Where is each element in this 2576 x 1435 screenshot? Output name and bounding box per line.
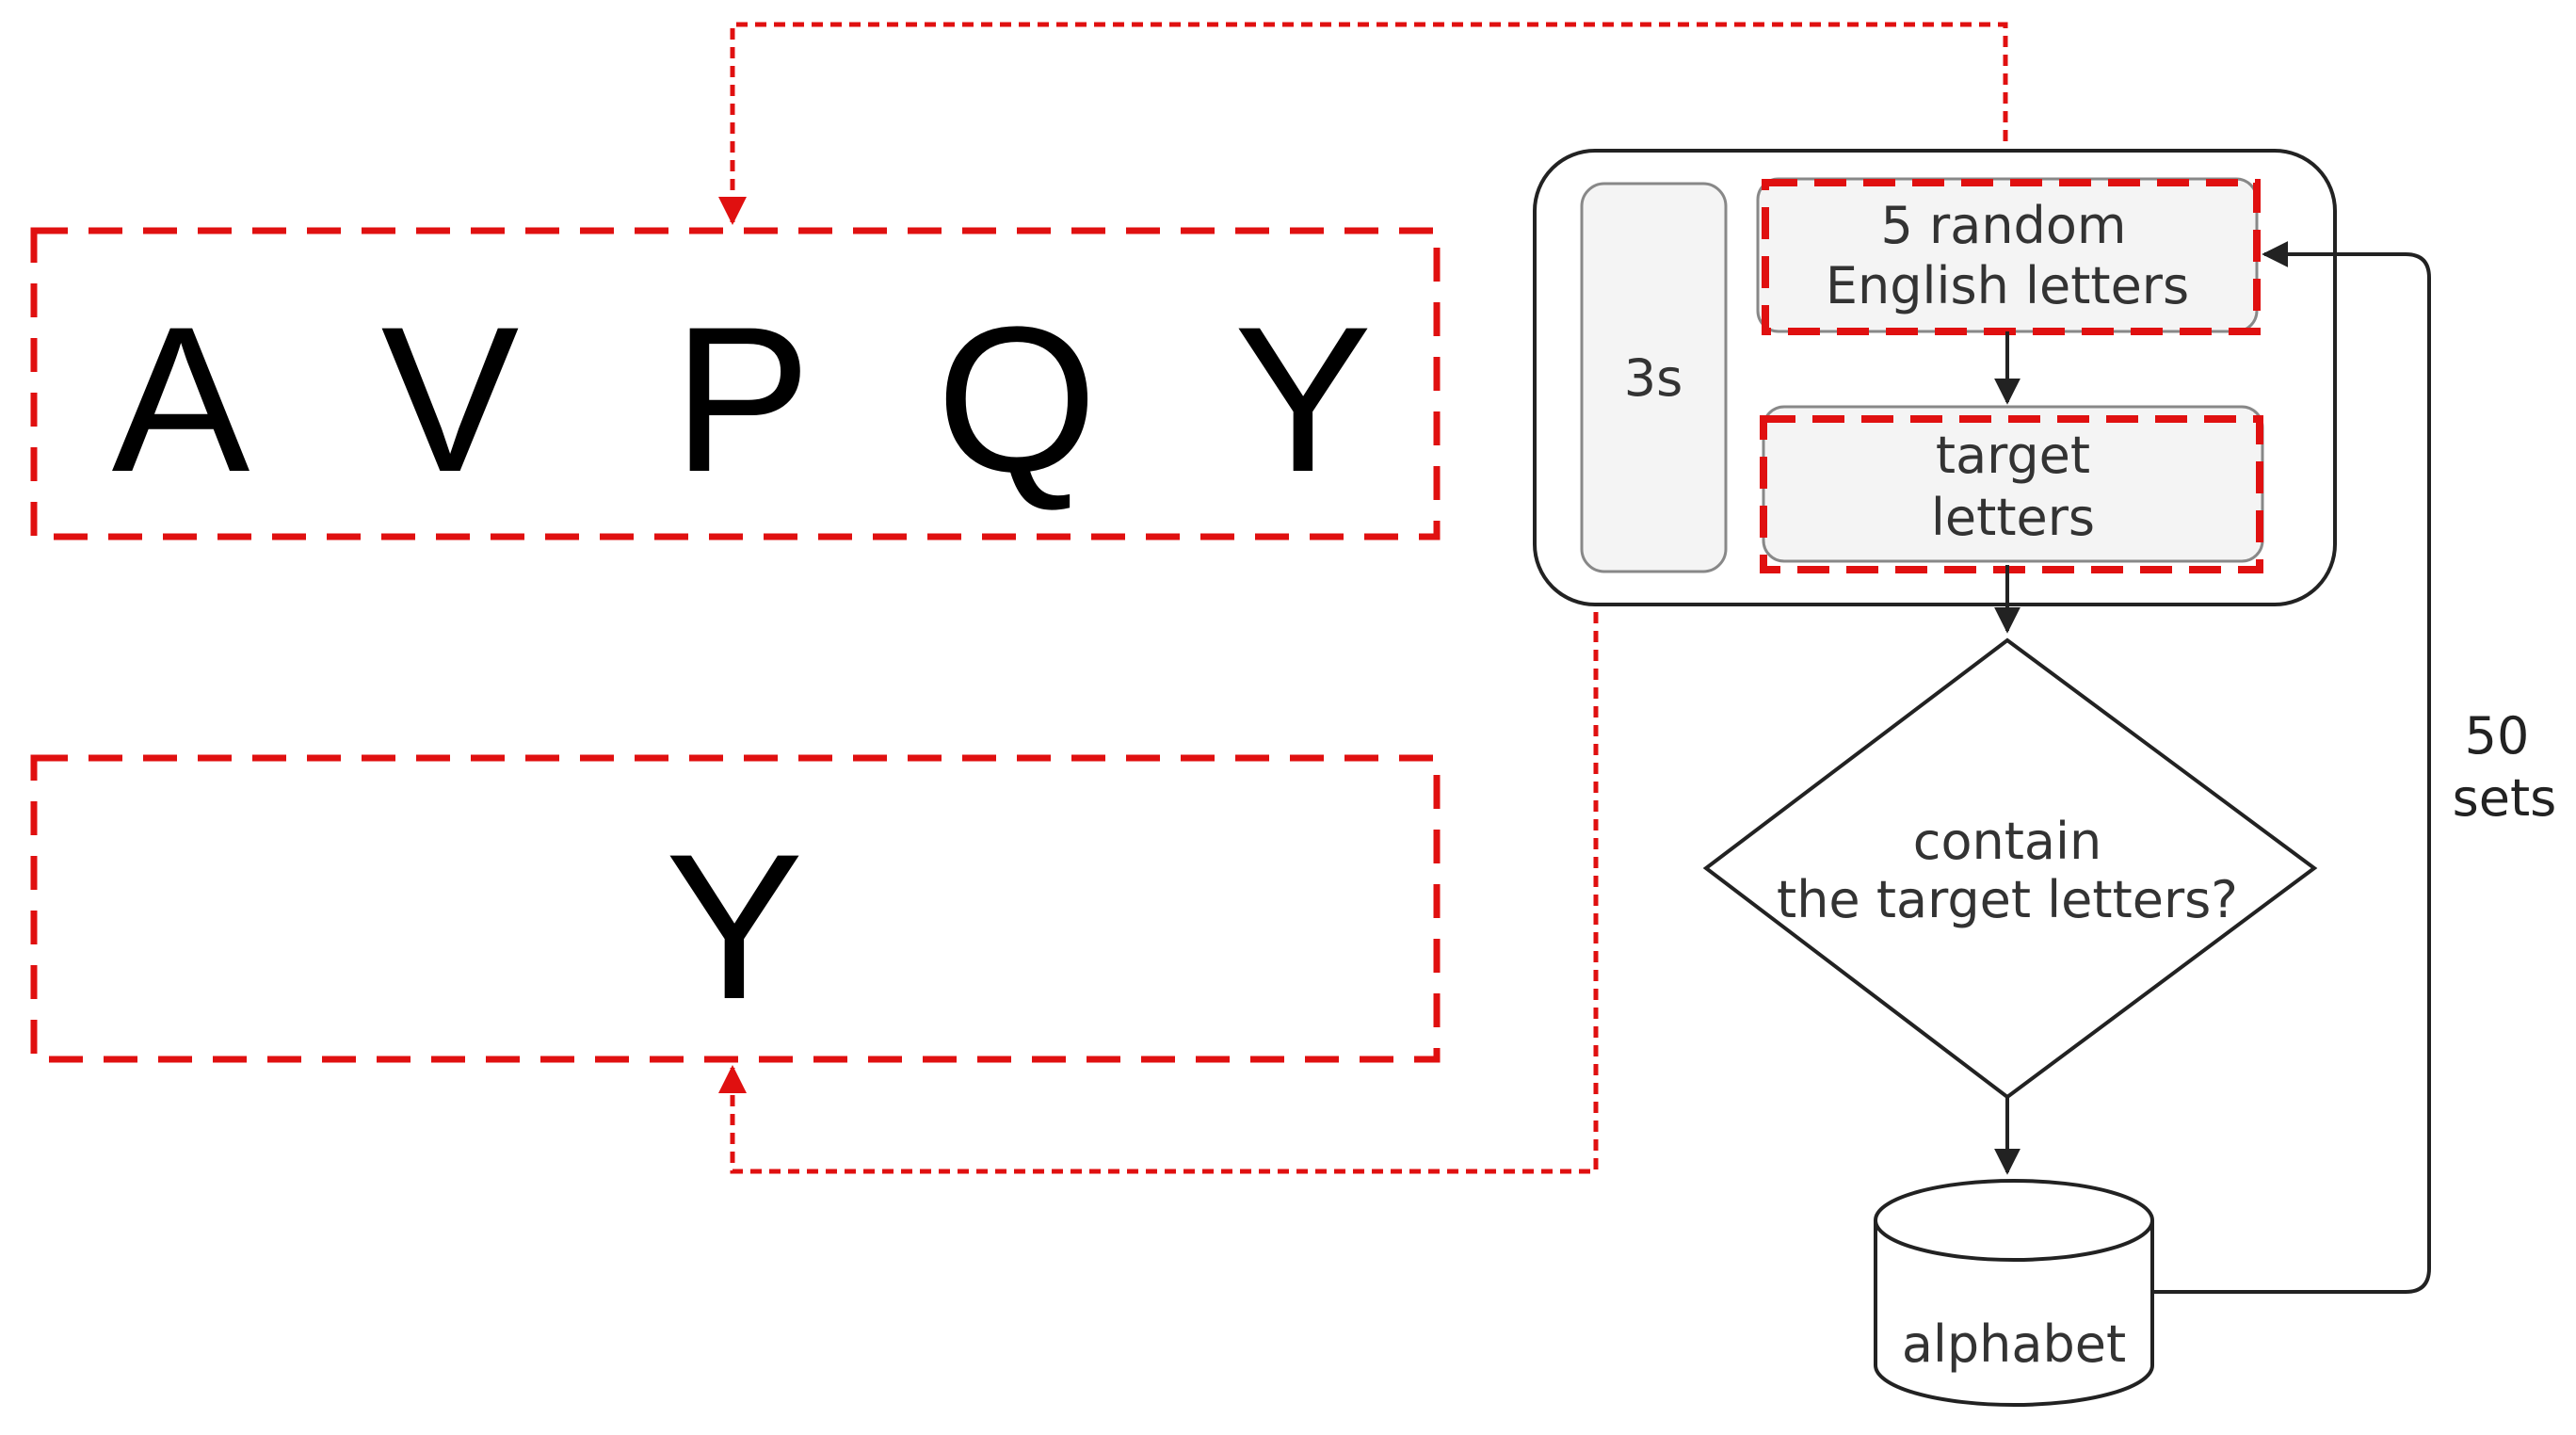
random-letters-label-2: English letters [1826,256,2189,315]
stimulus-letters: A V P Q Y [112,283,1373,515]
decision-label-2: the target letters? [1777,870,2238,929]
target-letters-box: target letters [1760,405,2264,573]
loop-label-count: 50 [2465,706,2530,766]
target-letters-label-2: letters [1931,488,2095,547]
loop-label-unit: sets [2453,768,2557,828]
stimulus-panel [30,227,1441,540]
connector-target-to-panel [718,492,1761,1174]
stimulus-letter-2: V [381,283,520,515]
duration-box [1580,182,1728,573]
stimulus-letter-3: P [673,283,812,515]
connector-random-to-stimulus [718,22,2008,225]
decision-label-1: contain [1913,812,2101,871]
random-letters-box: 5 random English letters [1756,177,2261,335]
target-panel-letter: Y [666,811,804,1042]
stimulus-letter-5: Y [1234,283,1373,515]
target-panel [30,754,1441,1063]
stimulus-letter-4: Q [936,283,1097,515]
random-letters-label-1: 5 random [1881,196,2127,255]
alphabet-database: alphabet [1874,1179,2154,1407]
loop-connector [2152,241,2431,1294]
database-label: alphabet [1902,1314,2126,1374]
stimulus-letter-1: A [112,283,250,515]
target-letters-label-1: target [1936,426,2090,485]
duration-label: 3s [1624,348,1683,408]
